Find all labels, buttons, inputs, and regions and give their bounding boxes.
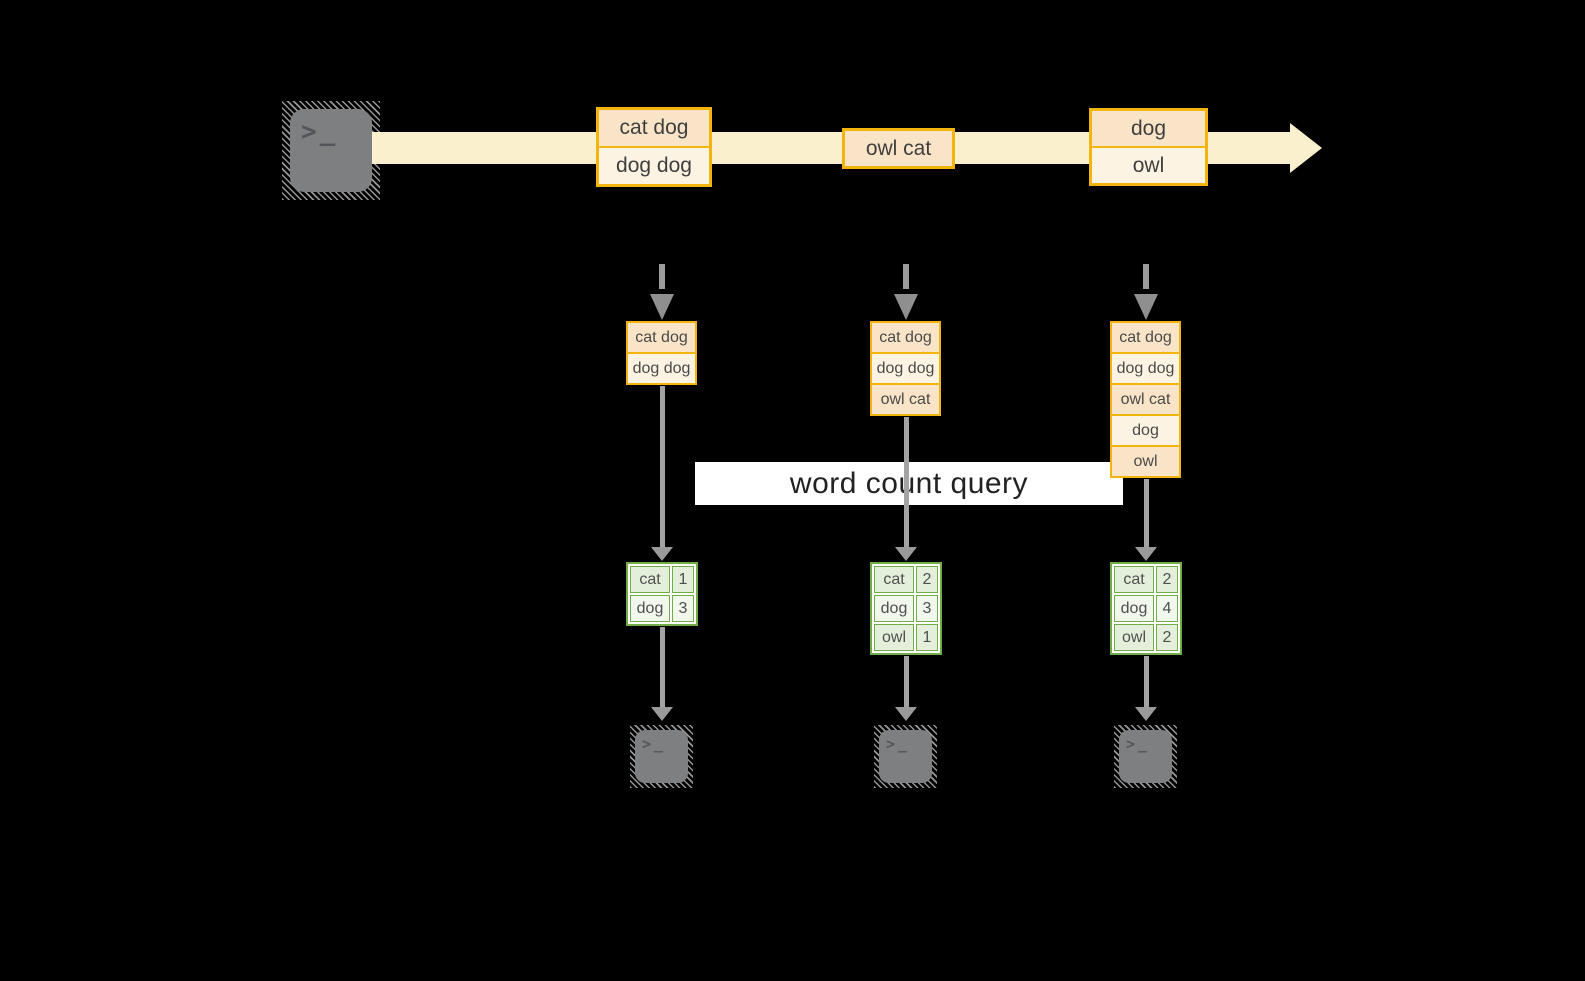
word-cell: owl xyxy=(874,624,914,651)
terminal-prompt-icon: >_ xyxy=(642,735,663,753)
table-row: dog 3 xyxy=(630,595,694,622)
connector-line xyxy=(659,386,665,547)
table-row: cat 2 xyxy=(874,566,938,593)
terminal-screen: >_ xyxy=(635,730,688,783)
state-row: dog dog xyxy=(628,352,695,383)
word-count-table-1: cat 1 dog 3 xyxy=(626,562,698,626)
word-count-table-2: cat 2 dog 3 owl 1 xyxy=(870,562,942,655)
message-line: dog dog xyxy=(599,146,709,184)
query-label-banner: word count query xyxy=(695,462,1123,505)
terminal-prompt-icon: >_ xyxy=(301,117,335,147)
down-arrowhead-icon xyxy=(1135,707,1157,721)
table-row: owl 1 xyxy=(874,624,938,651)
count-cell: 4 xyxy=(1156,595,1178,622)
word-cell: dog xyxy=(874,595,914,622)
word-cell: cat xyxy=(1114,566,1154,593)
state-box-3: cat dog dog dog owl cat dog owl xyxy=(1110,321,1181,478)
state-row: cat dog xyxy=(1112,323,1179,352)
count-cell: 1 xyxy=(672,566,694,593)
message-line: dog xyxy=(1092,111,1205,146)
message-line: owl xyxy=(1092,146,1205,183)
table-row: cat 1 xyxy=(630,566,694,593)
down-arrowhead-icon xyxy=(650,294,674,320)
word-cell: dog xyxy=(1114,595,1154,622)
state-row: owl cat xyxy=(872,383,939,414)
state-row: cat dog xyxy=(628,323,695,352)
table-row: dog 4 xyxy=(1114,595,1178,622)
count-cell: 2 xyxy=(1156,624,1178,651)
table-row: cat 2 xyxy=(1114,566,1178,593)
word-count-table-3: cat 2 dog 4 owl 2 xyxy=(1110,562,1182,655)
down-arrowhead-icon xyxy=(1134,294,1158,320)
connector-line xyxy=(1143,479,1149,547)
query-label: word count query xyxy=(789,466,1029,500)
state-row: owl cat xyxy=(1112,383,1179,414)
state-row: dog dog xyxy=(872,352,939,383)
terminal-prompt-icon: >_ xyxy=(1126,735,1147,753)
dashed-arrow-line xyxy=(1143,264,1149,289)
message-line: owl cat xyxy=(845,131,952,166)
state-row: cat dog xyxy=(872,323,939,352)
stream-arrowhead-icon xyxy=(1290,123,1322,173)
down-arrowhead-icon xyxy=(651,547,673,561)
stream-message-box-3: dog owl xyxy=(1089,108,1208,186)
prompt-chevron: > xyxy=(1126,735,1136,753)
prompt-underscore: _ xyxy=(898,735,908,753)
dashed-arrow-line xyxy=(903,264,909,289)
count-cell: 2 xyxy=(916,566,938,593)
terminal-screen: >_ xyxy=(879,730,932,783)
word-cell: cat xyxy=(874,566,914,593)
prompt-underscore: _ xyxy=(654,735,664,753)
prompt-underscore: _ xyxy=(319,117,336,147)
terminal-screen: >_ xyxy=(1119,730,1172,783)
state-box-2: cat dog dog dog owl cat xyxy=(870,321,941,416)
terminal-prompt-icon: >_ xyxy=(886,735,907,753)
prompt-chevron: > xyxy=(886,735,896,753)
connector-line xyxy=(659,627,665,707)
connector-line xyxy=(1143,656,1149,707)
output-terminal-icon-1: >_ xyxy=(630,725,693,788)
state-row: dog dog xyxy=(1112,352,1179,383)
output-terminal-icon-2: >_ xyxy=(874,725,937,788)
connector-line xyxy=(903,656,909,707)
prompt-underscore: _ xyxy=(1138,735,1148,753)
prompt-chevron: > xyxy=(301,117,317,147)
table-row: dog 3 xyxy=(874,595,938,622)
output-terminal-icon-3: >_ xyxy=(1114,725,1177,788)
terminal-screen: >_ xyxy=(290,109,372,192)
stream-message-box-2: owl cat xyxy=(842,128,955,169)
state-row: dog xyxy=(1112,414,1179,445)
prompt-chevron: > xyxy=(642,735,652,753)
word-cell: cat xyxy=(630,566,670,593)
dashed-arrow-line xyxy=(659,264,665,289)
down-arrowhead-icon xyxy=(895,547,917,561)
message-line: cat dog xyxy=(599,110,709,146)
table-row: owl 2 xyxy=(1114,624,1178,651)
count-cell: 3 xyxy=(672,595,694,622)
stream-message-box-1: cat dog dog dog xyxy=(596,107,712,187)
word-cell: dog xyxy=(630,595,670,622)
down-arrowhead-icon xyxy=(895,707,917,721)
down-arrowhead-icon xyxy=(1135,547,1157,561)
source-terminal-icon: >_ xyxy=(282,101,380,200)
down-arrowhead-icon xyxy=(651,707,673,721)
state-box-1: cat dog dog dog xyxy=(626,321,697,385)
count-cell: 3 xyxy=(916,595,938,622)
state-row: owl xyxy=(1112,445,1179,476)
count-cell: 1 xyxy=(916,624,938,651)
word-cell: owl xyxy=(1114,624,1154,651)
down-arrowhead-icon xyxy=(894,294,918,320)
connector-line xyxy=(903,417,909,547)
count-cell: 2 xyxy=(1156,566,1178,593)
